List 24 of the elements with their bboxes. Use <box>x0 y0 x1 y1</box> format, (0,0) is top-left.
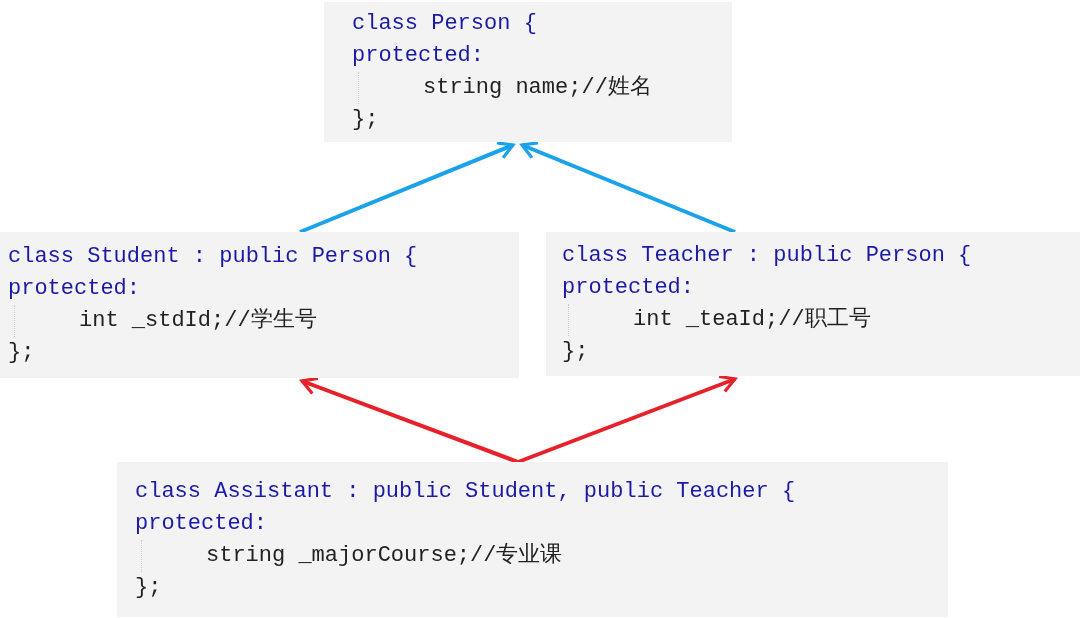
code-line: protected: <box>135 510 268 536</box>
code-line: class Assistant : public Student, public Teacher { <box>135 478 796 504</box>
code-line: }; <box>135 574 162 600</box>
code-line: }; <box>562 339 589 364</box>
arrow <box>300 376 519 464</box>
code-line: protected: <box>352 43 485 68</box>
code-block <box>324 2 732 142</box>
arrow <box>517 374 737 464</box>
code-line: class Teacher : public Person { <box>562 243 972 268</box>
code-line: protected: <box>562 275 695 300</box>
code-line: }; <box>8 340 35 365</box>
code-line: protected: <box>8 276 141 301</box>
code-block <box>546 232 1080 376</box>
code-line: int _stdId;//学生号 <box>79 308 317 333</box>
code-line: class Student : public Person { <box>8 244 418 269</box>
code-line: class Person { <box>352 11 537 36</box>
code-line: string _majorCourse;//专业课 <box>206 542 563 568</box>
arrow <box>299 141 515 234</box>
arrow <box>520 141 736 234</box>
code-line: }; <box>352 107 379 132</box>
code-block <box>117 462 948 617</box>
code-line: int _teaId;//职工号 <box>633 307 871 332</box>
code-line: string name;//姓名 <box>423 75 652 100</box>
code-block <box>0 232 519 378</box>
